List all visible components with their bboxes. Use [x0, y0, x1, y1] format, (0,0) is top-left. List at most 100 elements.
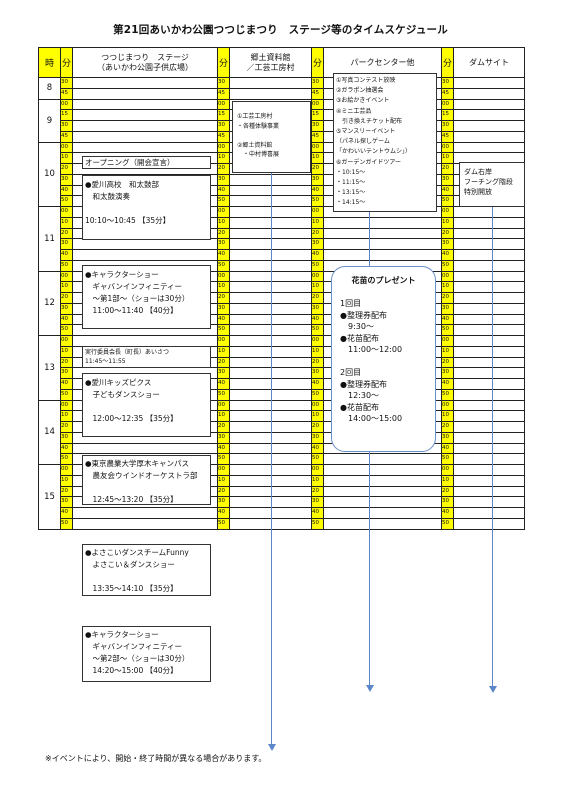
- hour-label: 13: [38, 335, 61, 401]
- minute-mark: 40: [311, 442, 324, 455]
- text-line: 特別開放: [464, 188, 492, 196]
- minute-mark: 00: [441, 98, 454, 111]
- minute-mark: 20: [60, 421, 73, 433]
- minute-mark: 00: [441, 141, 454, 154]
- hour-label: 15: [38, 464, 61, 530]
- schedule-cell: [453, 227, 525, 240]
- schedule-cell: [323, 216, 442, 229]
- minute-mark: 50: [311, 453, 324, 465]
- minute-mark: 40: [441, 442, 454, 455]
- minute-mark: 20: [311, 356, 324, 369]
- minute-mark: 10: [311, 345, 324, 358]
- header-dam-site: ダムサイト: [453, 47, 525, 78]
- minute-mark: 45: [441, 130, 454, 143]
- stage-event-opening: オープニング（開会宣言）: [82, 156, 211, 169]
- schedule-cell: [453, 517, 525, 530]
- museum-box: ①工芸工房村・各種体験事業 ②郷土資料館 ・中村博喜展: [232, 101, 311, 173]
- text-line: 14:20～15:00 【40分】: [85, 666, 178, 675]
- minute-mark: 10: [60, 474, 73, 487]
- minute-mark: 30: [60, 431, 73, 444]
- text-line: 11:00～11:40 【40分】: [85, 306, 178, 315]
- schedule-cell: [323, 474, 442, 487]
- minute-mark: 15: [60, 109, 73, 121]
- minute-mark: 20: [217, 485, 230, 498]
- hour-label: 12: [38, 270, 61, 336]
- minute-mark: 30: [311, 120, 324, 132]
- text-line: 12:00～12:35 【35分】: [85, 414, 178, 423]
- minute-mark: 30: [60, 302, 73, 315]
- minute-mark: 20: [217, 292, 230, 304]
- text-line: [85, 571, 210, 583]
- minute-mark: 30: [311, 431, 324, 444]
- minute-mark: 20: [60, 485, 73, 498]
- minute-mark: 10: [311, 474, 324, 487]
- minute-mark: 20: [60, 292, 73, 304]
- text-line: ●キャラクターショー: [85, 630, 159, 639]
- minute-mark: 00: [441, 464, 454, 476]
- minute-mark: 40: [217, 249, 230, 261]
- minute-mark: 30: [217, 173, 230, 186]
- text-line: ●キャラクターショー: [85, 270, 159, 279]
- minute-mark: 40: [311, 313, 324, 326]
- schedule-cell: [453, 464, 525, 476]
- text-line: 「かわいいテントウムシ」）: [336, 148, 412, 156]
- text-line: 子どもダンスショー: [85, 390, 160, 399]
- schedule-cell: [323, 517, 442, 530]
- text-line: 9:30～: [340, 322, 374, 331]
- minute-mark: 40: [60, 442, 73, 455]
- minute-mark: 50: [217, 195, 230, 207]
- minute-mark: 20: [311, 485, 324, 498]
- stage-event-yosakoi: ●よさこいダンスチームFunny よさこい＆ダンスショー 13:35～14:10…: [82, 544, 211, 596]
- schedule-cell: [453, 367, 525, 379]
- minute-mark: 00: [441, 399, 454, 412]
- schedule-cell: [72, 109, 218, 121]
- text-line: ギャバンインフィニティー: [85, 282, 183, 291]
- minute-mark: 00: [311, 98, 324, 111]
- minute-mark: 00: [217, 270, 230, 283]
- minute-mark: 45: [217, 87, 230, 100]
- text-line: 13:35～14:10 【35分】: [85, 584, 178, 593]
- schedule-cell: [323, 485, 442, 498]
- stage-event-kids-picks: ●愛川キッズピクス 子どもダンスショー 12:00～12:35 【35分】: [82, 373, 211, 437]
- minute-mark: 00: [60, 98, 73, 111]
- museum-arrow-line: [271, 173, 272, 746]
- schedule-cell: [323, 453, 442, 465]
- text-line: ⑥ガーデンガイドツアー: [336, 158, 402, 166]
- schedule-cell: [72, 141, 218, 154]
- minute-mark: 50: [441, 517, 454, 530]
- minute-mark: 40: [217, 507, 230, 519]
- header-museum-line2: ／工芸工房村: [246, 62, 295, 72]
- schedule-cell: [453, 216, 525, 229]
- minute-mark: 10: [217, 410, 230, 422]
- minute-mark: 20: [441, 485, 454, 498]
- minute-mark: 30: [60, 120, 73, 132]
- schedule-cell: [453, 292, 525, 304]
- minute-mark: 00: [311, 141, 324, 154]
- text-line: ①写真コンテスト放映: [336, 77, 396, 84]
- schedule-cell: [453, 281, 525, 293]
- minute-mark: 30: [217, 77, 230, 89]
- schedule-cell: [453, 485, 525, 498]
- minute-mark: 00: [311, 206, 324, 218]
- minute-mark: 50: [60, 453, 73, 465]
- text-line: ③お絵かきイベント: [336, 97, 390, 105]
- schedule-cell: [453, 313, 525, 326]
- minute-mark: 50: [60, 324, 73, 336]
- schedule-cell: [229, 77, 312, 89]
- schedule-cell: [453, 507, 525, 519]
- minute-mark: 40: [217, 378, 230, 390]
- schedule-cell: [72, 98, 218, 111]
- text-line: ・中村博喜展: [237, 151, 280, 158]
- text-line: ①工芸工房村: [237, 113, 273, 120]
- minute-mark: 10: [441, 281, 454, 293]
- header-museum-line1: 郷土資料館: [250, 52, 291, 62]
- text-line: [340, 356, 427, 368]
- minute-mark: 10: [311, 152, 324, 164]
- minute-mark: 00: [311, 399, 324, 412]
- minute-mark: 10: [311, 410, 324, 422]
- minute-mark: 45: [60, 130, 73, 143]
- text-line: [85, 203, 210, 215]
- schedule-cell: [453, 474, 525, 487]
- minute-mark: 10: [60, 216, 73, 229]
- minute-mark: 00: [311, 270, 324, 283]
